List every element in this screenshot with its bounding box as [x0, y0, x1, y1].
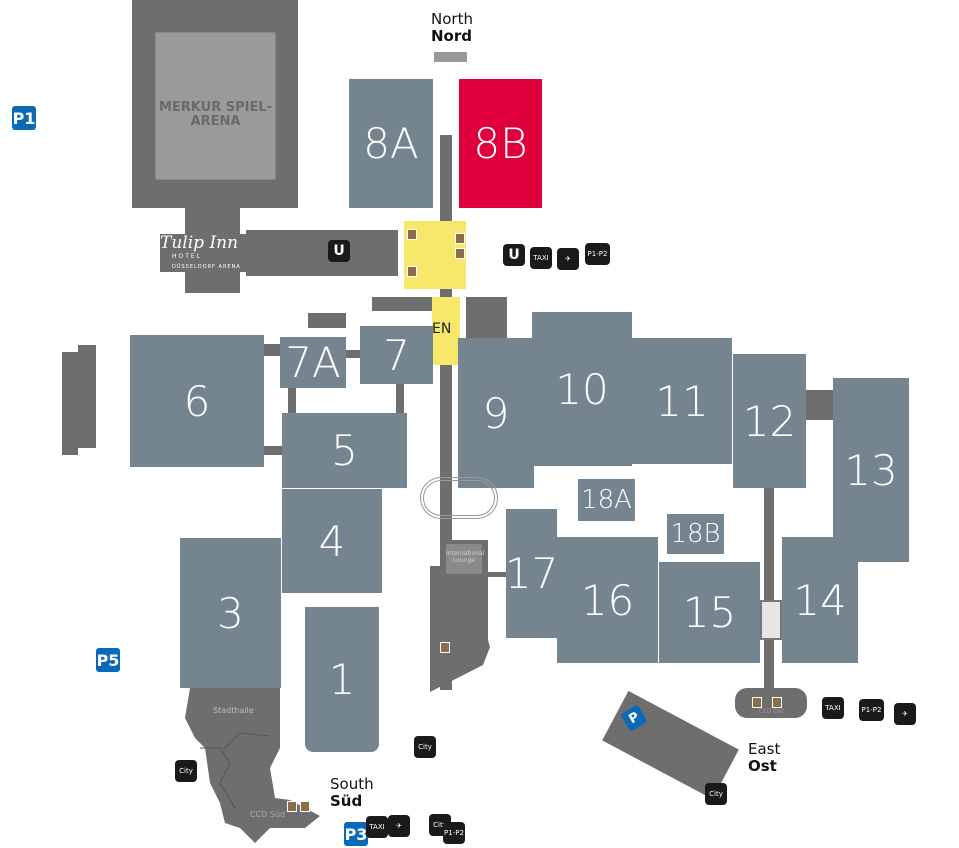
connector-bar [372, 297, 432, 311]
stadthalle-label: Stadthalle [213, 706, 254, 715]
hotel-wing [246, 230, 398, 276]
ccd-sued-label: CCD Süd [250, 810, 286, 819]
ubahn-icon[interactable]: U [328, 240, 350, 262]
connector [264, 446, 282, 455]
airport-bus-icon[interactable]: ✈ [894, 703, 916, 725]
parking-p5-icon[interactable]: P5 [96, 648, 120, 672]
taxi-icon[interactable]: TAXI [366, 816, 388, 838]
hall-4[interactable]: 4 [282, 489, 382, 593]
west-strip [62, 352, 78, 455]
oval-track [420, 477, 498, 519]
connector [264, 344, 280, 356]
shuttle-bus-icon[interactable]: P1-P2 [585, 243, 610, 265]
restroom-icon [287, 801, 297, 812]
restroom-icon [455, 248, 465, 259]
hall-6[interactable]: 6 [130, 335, 264, 467]
small-building [308, 313, 346, 328]
lounge-building [430, 540, 490, 692]
west-strip [78, 345, 96, 448]
hall-18b[interactable]: 18B [667, 514, 724, 554]
hall-15[interactable]: 15 [659, 562, 760, 663]
hall-18a[interactable]: 18A [578, 479, 635, 521]
city-bus-icon[interactable]: City [705, 783, 727, 805]
restroom-icon [407, 266, 417, 277]
connector [288, 388, 296, 413]
north-en: North [431, 10, 473, 28]
hall-8a[interactable]: 8A [349, 79, 433, 208]
connector [346, 350, 360, 358]
ccd-ost: CCD Ost [735, 688, 807, 718]
arena-label: MERKUR SPIEL-ARENA [158, 100, 273, 129]
hall-7a[interactable]: 7A [280, 337, 346, 388]
hall-16[interactable]: 16 [557, 537, 658, 663]
entrance-label: EN [432, 321, 452, 337]
east-bridge [760, 600, 782, 640]
north-entrance-bar [434, 52, 467, 62]
restroom-icon [772, 697, 782, 708]
stadthalle-building [185, 688, 320, 843]
hall-9[interactable]: 9 [458, 338, 534, 488]
service-building [466, 297, 507, 338]
parking-p3-icon[interactable]: P3 [344, 822, 368, 846]
hall-5[interactable]: 5 [282, 413, 407, 488]
hall-11[interactable]: 11 [632, 338, 732, 464]
restroom-icon [300, 801, 310, 812]
lounge-connector [482, 572, 506, 577]
north-de: Nord [431, 27, 472, 45]
hall-14[interactable]: 14 [782, 537, 858, 663]
restroom-icon [455, 233, 465, 244]
hall-10[interactable]: 10 [532, 312, 632, 466]
city-bus-icon[interactable]: City [175, 760, 197, 782]
hall-12[interactable]: 12 [733, 354, 806, 488]
international-lounge[interactable]: International Lounge [446, 544, 484, 574]
taxi-icon[interactable]: TAXI [822, 697, 844, 719]
hall-7[interactable]: 7 [360, 326, 433, 384]
connector [396, 384, 404, 413]
taxi-icon[interactable]: TAXI [530, 247, 552, 269]
hall-3[interactable]: 3 [180, 538, 281, 688]
restroom-icon [752, 697, 762, 708]
entrance-en: EN [432, 297, 460, 365]
connector [806, 390, 833, 420]
city-bus-icon[interactable]: City [414, 736, 436, 758]
shuttle-bus-icon[interactable]: P1-P2 [859, 699, 884, 721]
hall-1[interactable]: 1 [305, 607, 379, 752]
restroom-icon [440, 642, 450, 653]
tulip-inn-logo: Tulip Inn HOTEL DÜSSELDORF ARENA [160, 234, 270, 272]
airport-bus-icon[interactable]: ✈ [557, 248, 579, 270]
shuttle-bus-icon[interactable]: P1-P2 [443, 822, 465, 844]
parking-p1-icon[interactable]: P1 [12, 106, 36, 130]
airport-bus-icon[interactable]: ✈ [388, 815, 410, 837]
hall-13[interactable]: 13 [833, 378, 909, 562]
east-corridor [764, 488, 774, 688]
ubahn-station-icon[interactable]: U [503, 244, 525, 266]
restroom-icon [407, 229, 417, 240]
hall-17[interactable]: 17 [505, 509, 558, 638]
hall-8b[interactable]: 8B [459, 79, 542, 208]
arena-field: MERKUR SPIEL-ARENA [155, 32, 276, 180]
